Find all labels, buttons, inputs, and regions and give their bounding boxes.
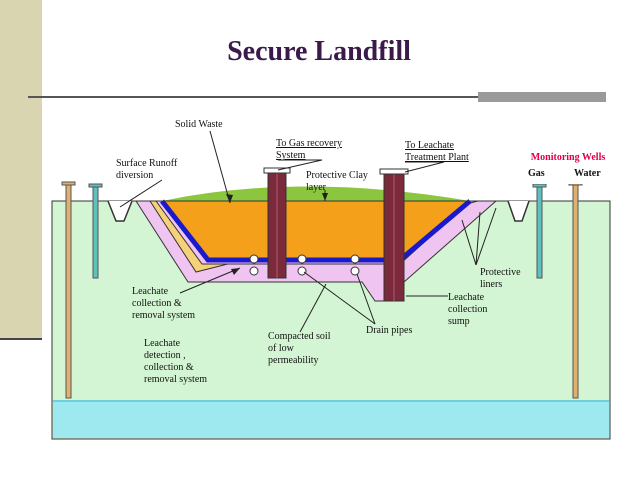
page-title: Secure Landfill xyxy=(227,36,411,67)
leader-liner-1 xyxy=(461,219,477,266)
well-right-gas xyxy=(536,185,543,279)
aquifer xyxy=(53,401,609,438)
runoff-ditch-left xyxy=(107,200,133,222)
monitoring-title: Monitoring Wells xyxy=(530,152,606,163)
label-clay: Protective Clay layer xyxy=(306,170,368,193)
label-leachate-plant: To Leachate Treatment Plant xyxy=(405,140,469,163)
leader-lines xyxy=(119,130,497,333)
well-left-gas xyxy=(92,185,99,279)
drain-pipe xyxy=(249,266,259,276)
drain-pipe xyxy=(350,266,360,276)
leader-compacted xyxy=(299,283,327,333)
drain-pipe xyxy=(297,266,307,276)
leader-solid-waste xyxy=(209,130,231,204)
runoff-ditch-right xyxy=(507,200,530,222)
label-drain: Drain pipes xyxy=(366,325,413,336)
leader-gas xyxy=(277,159,323,171)
label-gas-recovery: To Gas recovery System xyxy=(276,138,342,161)
drain-pipes xyxy=(249,254,360,276)
title-rule xyxy=(28,96,606,98)
monitoring-gas-label: Gas xyxy=(528,168,545,179)
leachate-pipe-cap xyxy=(379,168,409,175)
leader-drain-2 xyxy=(356,273,376,325)
leader-leachate xyxy=(404,161,445,173)
monitoring-water-label: Water xyxy=(574,168,601,179)
label-detection: Leachate detection , collection & remova… xyxy=(144,338,208,385)
label-solid-waste: Solid Waste xyxy=(175,119,223,130)
slide-sidebar xyxy=(0,0,42,338)
gas-pipe-cap xyxy=(263,167,291,174)
leader-liner-2 xyxy=(475,211,481,266)
leader-collection xyxy=(179,267,241,294)
drain-pipe xyxy=(249,254,259,264)
leader-liner-3 xyxy=(475,207,497,266)
well-right-water xyxy=(572,183,579,399)
drain-pipe xyxy=(297,254,307,264)
sidebar-divider xyxy=(0,338,42,340)
label-liners: Protective liners xyxy=(480,267,521,290)
leader-drain-1 xyxy=(303,271,376,325)
label-runoff: Surface Runoff diversion xyxy=(116,158,178,181)
leader-runoff xyxy=(119,179,163,208)
label-collection: Leachate collection & removal system xyxy=(132,286,196,321)
label-sump: Leachate collection sump xyxy=(448,292,488,327)
arrowheads xyxy=(226,193,328,275)
label-compacted: Compacted soil of low permeability xyxy=(268,331,331,366)
monitoring-wells-box: Monitoring Wells Gas Water xyxy=(516,150,620,184)
drain-pipe xyxy=(350,254,360,264)
title-rule-accent xyxy=(478,92,606,102)
well-left-water xyxy=(65,183,72,399)
